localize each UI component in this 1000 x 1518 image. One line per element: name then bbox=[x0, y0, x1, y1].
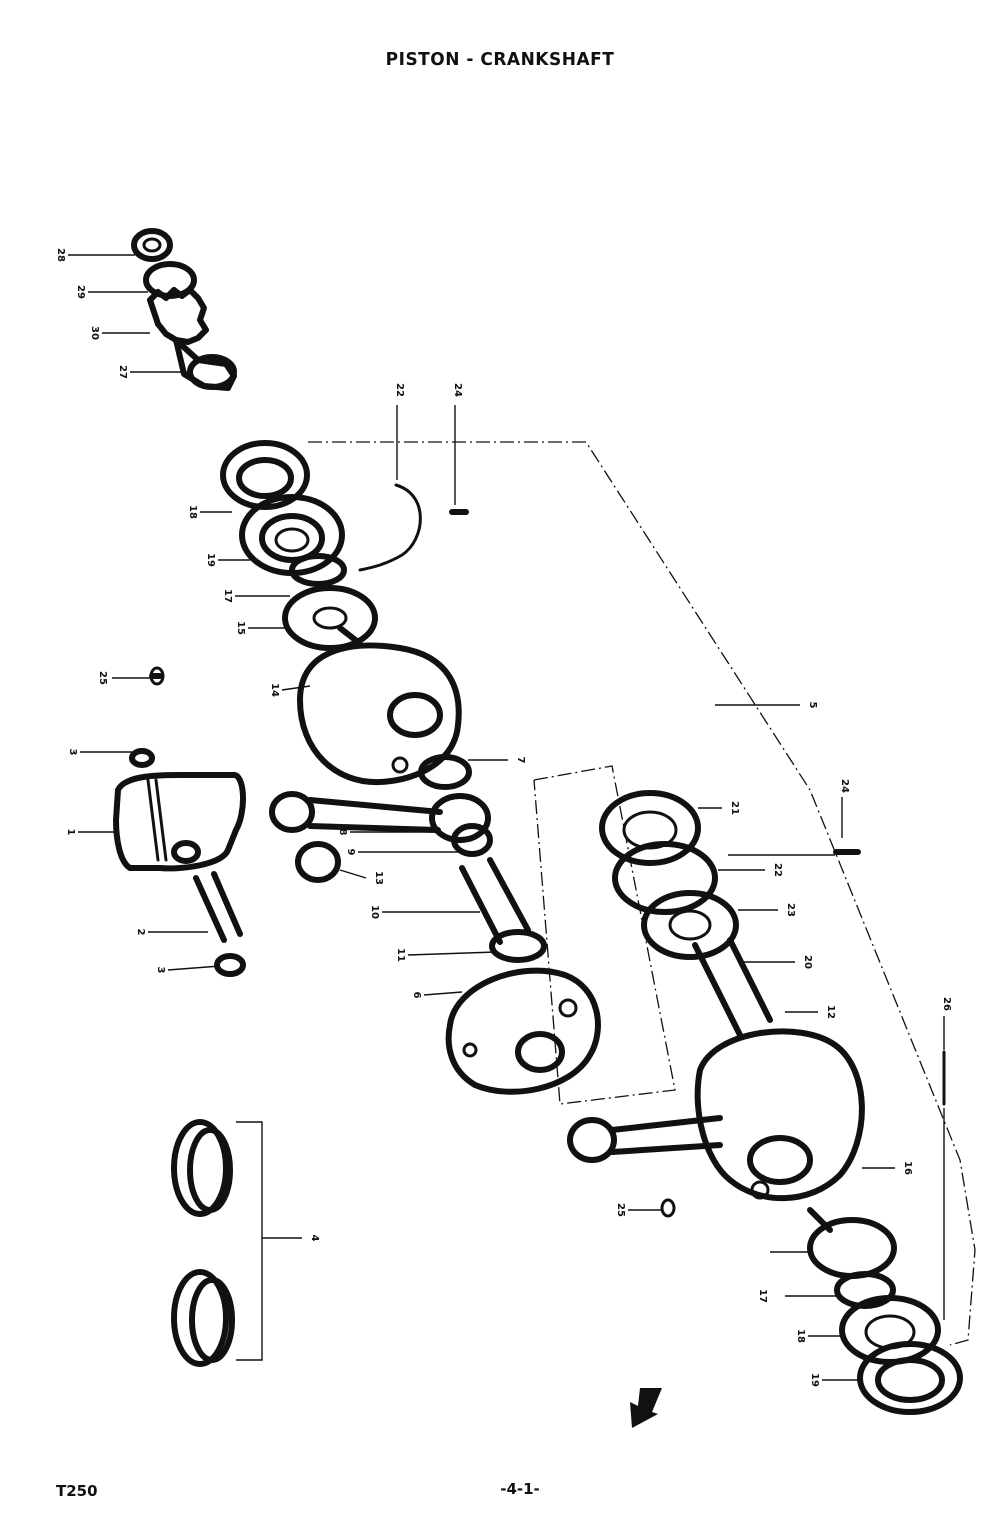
callout-label: 16 bbox=[902, 1161, 913, 1175]
callout-label: 12 bbox=[825, 1005, 836, 1019]
callout-label: 17 bbox=[757, 1289, 768, 1303]
primary-gear-assembly bbox=[131, 228, 237, 391]
front-arrow-icon bbox=[630, 1388, 662, 1428]
piston-rings bbox=[171, 1119, 302, 1367]
right-bearing-group bbox=[599, 790, 861, 1038]
callout-label: 13 bbox=[373, 871, 384, 885]
callout-label: 10 bbox=[369, 905, 380, 919]
callout-label: 3 bbox=[155, 967, 166, 974]
callout-label: 24 bbox=[839, 779, 850, 793]
callout-label: 19 bbox=[205, 553, 216, 567]
callout-label: 15 bbox=[235, 621, 246, 635]
callout-label: 17 bbox=[222, 589, 233, 603]
callout-label: 30 bbox=[89, 326, 100, 340]
callout-numbers: 28 29 30 27 22 24 18 19 17 15 25 14 3 1 … bbox=[55, 248, 952, 1387]
callout-label: 3 bbox=[67, 749, 78, 756]
crank-pin-and-wheel bbox=[445, 857, 601, 1095]
left-main-bearing-group bbox=[220, 440, 469, 651]
callout-label: 2 bbox=[135, 929, 146, 936]
callout-label: 18 bbox=[795, 1329, 806, 1343]
callout-label: 27 bbox=[117, 365, 128, 379]
callout-label: 4 bbox=[309, 1235, 320, 1242]
callout-label: 20 bbox=[802, 955, 813, 969]
callout-label: 18 bbox=[187, 505, 198, 519]
leader-lines bbox=[68, 254, 945, 1381]
callout-label: 24 bbox=[452, 383, 463, 397]
model-code: T250 bbox=[56, 1482, 98, 1500]
callout-label: 25 bbox=[615, 1203, 626, 1217]
callout-label: 14 bbox=[269, 683, 280, 697]
callout-label: 9 bbox=[345, 849, 356, 856]
callout-label: 21 bbox=[729, 801, 740, 815]
right-main-bearing-group bbox=[807, 1207, 963, 1415]
callout-label: 25 bbox=[97, 671, 108, 685]
left-crank-wheel bbox=[149, 625, 462, 786]
callout-label: 5 bbox=[807, 702, 818, 709]
callout-label: 22 bbox=[772, 863, 783, 877]
callout-label: 28 bbox=[55, 248, 66, 262]
callout-label: 8 bbox=[337, 829, 348, 836]
callout-label: 22 bbox=[394, 383, 405, 397]
connecting-rod-upper bbox=[269, 754, 493, 883]
callout-label: 7 bbox=[515, 757, 526, 764]
piston bbox=[113, 748, 246, 977]
callout-label: 11 bbox=[395, 948, 406, 962]
callout-label: 19 bbox=[809, 1373, 820, 1387]
callout-label: 1 bbox=[65, 829, 76, 836]
callout-label: 26 bbox=[941, 997, 952, 1011]
right-crank-wheel bbox=[567, 1028, 946, 1218]
callout-label: 23 bbox=[785, 903, 796, 917]
callout-label: 6 bbox=[411, 992, 422, 999]
callout-label: 29 bbox=[75, 285, 86, 299]
page-title: PISTON - CRANKSHAFT bbox=[385, 49, 615, 71]
page-number: -4-1- bbox=[500, 1480, 540, 1498]
assembly-outline bbox=[308, 441, 976, 1346]
